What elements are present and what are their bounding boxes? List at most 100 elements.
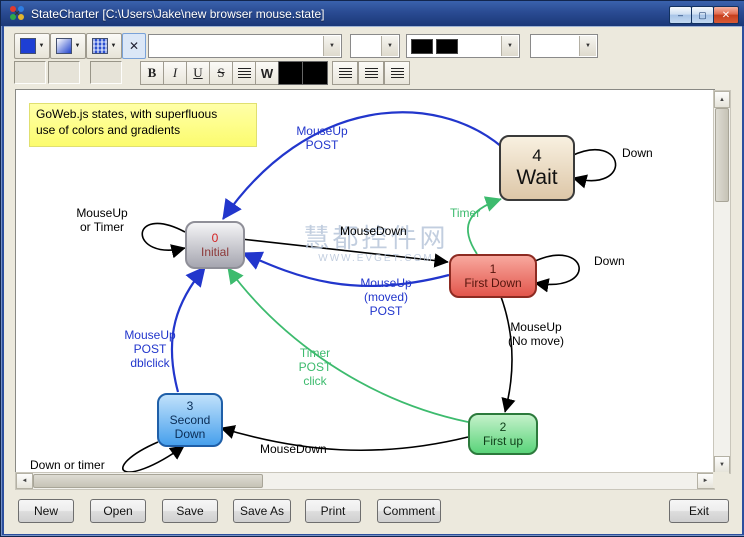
- transition-label-first-down-to-initial[interactable]: MouseUp (moved) POST: [344, 276, 428, 318]
- wide-text-button[interactable]: W: [255, 61, 279, 85]
- justify-button[interactable]: [232, 61, 256, 85]
- transition-label-line: POST: [133, 342, 167, 356]
- transition-label-first-down-to-wait[interactable]: Timer: [450, 206, 480, 220]
- vertical-scrollbar[interactable]: ▲ ▼: [713, 90, 731, 474]
- horizontal-scrollbar[interactable]: ◄ ►: [15, 472, 715, 490]
- scroll-left-button[interactable]: ◄: [16, 473, 33, 489]
- transition-path-first-down-to-initial[interactable]: [241, 251, 450, 288]
- save-button[interactable]: Save: [162, 499, 218, 523]
- transition-path-first-up-to-initial[interactable]: [227, 267, 469, 423]
- scroll-down-button[interactable]: ▼: [714, 456, 730, 473]
- color-combo[interactable]: ▼: [406, 34, 520, 58]
- title-bar: StateCharter [C:\Users\Jake\new browser …: [1, 1, 744, 26]
- state-second-down[interactable]: 3 Second Down: [157, 393, 223, 447]
- transition-path-second-down-self[interactable]: [122, 441, 185, 473]
- color-swatch-black: [436, 38, 458, 54]
- minimize-button[interactable]: –: [669, 6, 692, 24]
- transition-label-line: (No move): [507, 334, 564, 348]
- italic-button[interactable]: I: [163, 61, 187, 85]
- color-well-1[interactable]: [14, 61, 46, 84]
- state-wait[interactable]: 4 Wait: [499, 135, 575, 201]
- save-as-button[interactable]: Save As: [233, 499, 291, 523]
- state-number: 0: [211, 231, 219, 245]
- size-combo[interactable]: ▼: [350, 34, 400, 58]
- state-number: 1: [489, 262, 497, 276]
- gradient-fill-button[interactable]: ▼: [50, 33, 86, 59]
- strikethrough-button[interactable]: S: [209, 61, 233, 85]
- transition-label-initial-to-first-down[interactable]: MouseDown: [340, 224, 407, 238]
- state-label: Second Down: [169, 413, 211, 441]
- transition-label-line: Down or timer: [30, 458, 105, 472]
- dropdown-arrow-icon: ▼: [110, 43, 117, 49]
- comment-note[interactable]: GoWeb.js states, with superfluous use of…: [29, 103, 257, 147]
- line-color-swatch-button[interactable]: [278, 61, 304, 85]
- combo-dropdown-icon[interactable]: ▼: [501, 36, 518, 56]
- align-left-button[interactable]: [332, 61, 358, 85]
- underline-button[interactable]: U: [186, 61, 210, 85]
- close-button[interactable]: ✕: [713, 6, 739, 24]
- no-fill-button[interactable]: ✕: [122, 33, 146, 59]
- state-first-down[interactable]: 1 First Down: [449, 254, 537, 298]
- transition-label-line: Down: [594, 254, 625, 268]
- state-label: First up: [482, 434, 523, 448]
- transition-path-second-down-to-initial[interactable]: [170, 266, 206, 393]
- fill-color-button[interactable]: ▼: [14, 33, 50, 59]
- state-first-up[interactable]: 2 First up: [468, 413, 538, 455]
- state-initial[interactable]: 0 Initial: [185, 221, 245, 269]
- transition-label-line: click: [303, 374, 327, 388]
- bold-button[interactable]: B: [140, 61, 164, 85]
- dropdown-arrow-icon: ▼: [38, 43, 45, 49]
- combo-dropdown-icon[interactable]: ▼: [579, 36, 596, 56]
- vertical-scroll-thumb[interactable]: [715, 108, 729, 202]
- transition-path-initial-self[interactable]: [141, 222, 186, 259]
- style-combo[interactable]: ▼: [530, 34, 598, 58]
- new-button[interactable]: New: [18, 499, 74, 523]
- transition-label-line: dblclick: [130, 356, 170, 370]
- transition-path-first-down-to-first-up[interactable]: [499, 293, 516, 413]
- pattern-swatch-icon: [91, 38, 108, 54]
- color-well-2[interactable]: [48, 61, 80, 84]
- transition-path-first-down-to-wait[interactable]: [467, 196, 502, 255]
- transition-path-wait-to-initial[interactable]: [222, 111, 503, 220]
- transition-label-line: MouseUp: [296, 124, 348, 138]
- scroll-right-button[interactable]: ►: [697, 473, 714, 489]
- transition-label-wait-to-initial[interactable]: MouseUp POST: [272, 124, 372, 152]
- transition-path-first-down-self[interactable]: [532, 254, 580, 293]
- diagram-canvas[interactable]: 慧都控件网 WWW.EVGET.COM GoWeb.js states, wit…: [15, 89, 715, 474]
- transition-label-second-down-self[interactable]: Down or timer: [30, 458, 105, 472]
- horizontal-scroll-thumb[interactable]: [33, 474, 263, 488]
- comment-button[interactable]: Comment: [377, 499, 441, 523]
- scroll-up-button[interactable]: ▲: [714, 91, 730, 108]
- transition-label-first-up-to-second-down[interactable]: MouseDown: [260, 442, 327, 456]
- state-label: Initial: [200, 245, 229, 259]
- combo-dropdown-icon[interactable]: ▼: [323, 36, 340, 56]
- dropdown-arrow-icon: ▼: [74, 43, 81, 49]
- transition-label-second-down-to-initial[interactable]: MouseUp POST dblclick: [108, 328, 192, 370]
- maximize-button[interactable]: ▢: [691, 6, 714, 24]
- exit-button[interactable]: Exit: [669, 499, 729, 523]
- text-color-swatch-button[interactable]: [302, 61, 328, 85]
- font-combo[interactable]: ▼: [148, 34, 342, 58]
- transition-label-initial-self[interactable]: MouseUp or Timer: [62, 206, 142, 234]
- align-center-button[interactable]: [358, 61, 384, 85]
- minimize-icon: –: [677, 9, 683, 20]
- pattern-fill-button[interactable]: ▼: [86, 33, 122, 59]
- transition-label-first-down-to-first-up[interactable]: MouseUp (No move): [490, 320, 582, 348]
- open-button[interactable]: Open: [90, 499, 146, 523]
- transition-label-line: MouseUp: [124, 328, 176, 342]
- transition-label-wait-self[interactable]: Down: [622, 146, 653, 160]
- transition-path-wait-self[interactable]: [570, 149, 617, 189]
- transition-label-first-up-to-initial[interactable]: Timer POST click: [280, 346, 350, 388]
- transition-path-first-up-to-second-down[interactable]: [220, 425, 469, 452]
- color-swatch-black: [411, 38, 433, 54]
- note-line: use of colors and gradients: [36, 123, 181, 137]
- transition-label-first-down-self[interactable]: Down: [594, 254, 625, 268]
- transition-path-initial-to-first-down[interactable]: [240, 238, 449, 268]
- align-right-button[interactable]: [384, 61, 410, 85]
- state-label: First Down: [464, 276, 522, 290]
- combo-dropdown-icon[interactable]: ▼: [381, 36, 398, 56]
- transition-arrows: [122, 111, 617, 473]
- print-button[interactable]: Print: [305, 499, 361, 523]
- color-well-3[interactable]: [90, 61, 122, 84]
